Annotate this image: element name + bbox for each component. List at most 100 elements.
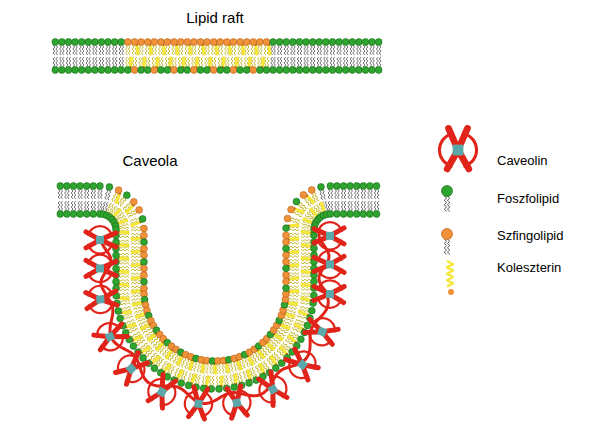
lipid-tail [152, 57, 154, 67]
caveolin-core [232, 398, 241, 407]
caveolin-loop [144, 375, 179, 409]
caveolin-symbol [313, 280, 344, 309]
lipid-tail [291, 218, 301, 221]
lipid-tail [183, 372, 188, 381]
cholesterol [302, 245, 310, 246]
phospholipid-head [58, 39, 65, 46]
lipid-tail [128, 45, 130, 55]
lipid-tail [303, 220, 312, 224]
cholesterol [132, 278, 140, 279]
phospholipid-head [97, 183, 104, 190]
lipid-tail [176, 355, 180, 365]
phospholipid-head [316, 67, 323, 74]
phospholipid-head [349, 39, 356, 46]
cholesterol [127, 206, 133, 212]
lipid-tail [194, 361, 197, 371]
cholesterol [163, 46, 164, 54]
cholesterol [150, 46, 151, 54]
phospholipid-head [347, 211, 354, 218]
lipid-tail [66, 45, 68, 55]
phospholipid-head [329, 39, 336, 46]
lipid-tail [289, 242, 299, 244]
phospholipid-head [270, 39, 277, 46]
sphingolipid-head [204, 39, 211, 46]
lipid-tail [231, 57, 233, 67]
legend-entry: Caveolin [497, 153, 548, 169]
cholesterol [123, 310, 131, 314]
lipid-tail [230, 363, 234, 372]
cholesterol [127, 325, 135, 327]
lipid-tail [76, 45, 78, 55]
lipid-tail [114, 193, 118, 203]
sphingolipid-head [237, 39, 244, 46]
lipid-tail [357, 189, 359, 199]
cholesterol [281, 347, 286, 353]
cholesterol [210, 58, 211, 66]
phospholipid-head [243, 67, 250, 74]
sphingolipid-head [283, 272, 290, 279]
lipid-tail [289, 282, 299, 284]
lipid-tail [289, 292, 299, 294]
lipid-tail [119, 266, 129, 268]
phospholipid-head [158, 67, 165, 74]
cholesterol [132, 251, 140, 252]
sphingolipid-head [151, 39, 158, 46]
phospholipid-head [311, 278, 318, 285]
phospholipid-head [118, 39, 125, 46]
lipid-tail [333, 57, 335, 67]
caveolin-loop [183, 390, 214, 418]
cholesterol [238, 362, 241, 369]
lipid-tail [94, 189, 96, 199]
lipid-tail [192, 57, 194, 67]
lipid-tail [284, 57, 286, 67]
cholesterol [296, 209, 304, 212]
phospholipid-head [309, 39, 316, 46]
caveolin-core [297, 359, 308, 370]
lipid-tail [296, 319, 305, 324]
lipid-tail [108, 190, 111, 200]
cholesterol [289, 336, 295, 341]
cholesterol-molecules [112, 192, 326, 387]
lipid-tail [218, 57, 220, 67]
phospholipid-head [204, 67, 211, 74]
lipid-tail [274, 57, 276, 67]
section-title: Lipid raft [186, 9, 244, 27]
lipid-tail [201, 57, 203, 67]
lipid-tail [117, 218, 127, 222]
legend-text: Caveolin [497, 153, 548, 168]
lipid-tail [301, 292, 311, 294]
lipid-tail [331, 189, 333, 199]
phospholipid-head [185, 382, 192, 389]
cholesterol [120, 230, 128, 234]
lipid-tail [198, 45, 200, 55]
cholesterol [271, 357, 275, 364]
phospholipid-head [272, 365, 279, 372]
cholesterol [130, 58, 131, 66]
lipid-tails [53, 45, 381, 67]
phospholipid-head [270, 67, 277, 74]
lipid-tail [337, 45, 339, 55]
cholesterol [213, 365, 217, 373]
lipid-tail [307, 57, 309, 67]
phospholipid-head [296, 67, 303, 74]
lipid-tail [307, 45, 309, 55]
lipid-tail [301, 279, 311, 281]
lipid-tail [287, 304, 297, 307]
lipid-tail [280, 45, 282, 55]
lipid-tail [122, 45, 124, 55]
lipid-tail [324, 45, 326, 55]
lipid-tail [370, 45, 372, 55]
phospholipid-head [356, 67, 363, 74]
sphingolipid-head [283, 278, 290, 285]
lipid-tail [93, 57, 95, 67]
lipid-tail [289, 256, 299, 258]
lipid-tail [337, 189, 339, 199]
phospholipid-head [151, 365, 158, 372]
phospholipid-head [141, 259, 148, 266]
cholesterol [120, 245, 128, 246]
lipid-tail [264, 360, 269, 369]
lipid-tail [91, 189, 93, 199]
lipid-tail [65, 189, 67, 199]
lipid-tail [361, 201, 363, 211]
lipid-tail [141, 346, 150, 351]
